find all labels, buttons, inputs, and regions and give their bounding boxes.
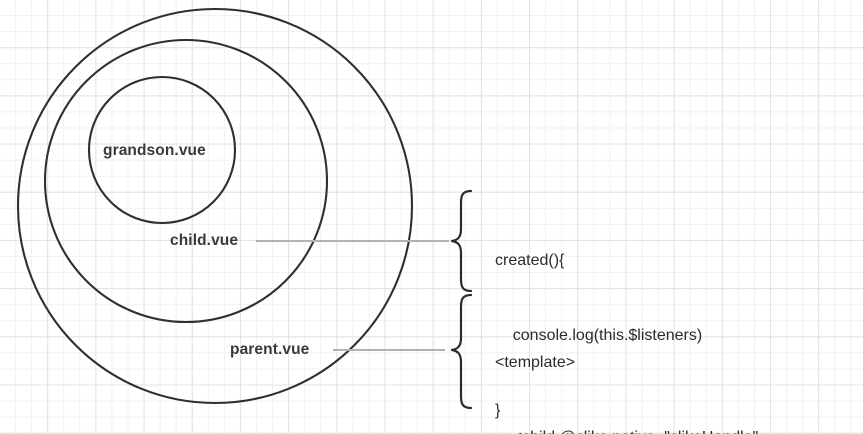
ring-parent [16, 7, 414, 405]
callout-code-child: created(){ console.log(this.$listeners) … [495, 198, 702, 434]
code-line: console.log(this.$listeners) [495, 327, 703, 344]
ring-child [43, 38, 329, 324]
ring-label-child: child.vue [170, 232, 239, 249]
brace-parent-callout [450, 293, 473, 410]
ring-label-grandson: grandson.vue [103, 142, 206, 159]
code-line: created(){ [495, 252, 565, 269]
ring-label-parent: parent.vue [230, 341, 310, 358]
code-line: <template> [495, 354, 576, 371]
code-line: } [495, 402, 501, 419]
code-line: <child @clike.native="clikeHandle" [495, 425, 759, 434]
ring-grandson [87, 75, 237, 225]
brace-child-callout [450, 189, 473, 293]
callout-code-parent: <template> <child @clike.native="clikeHa… [495, 300, 758, 434]
